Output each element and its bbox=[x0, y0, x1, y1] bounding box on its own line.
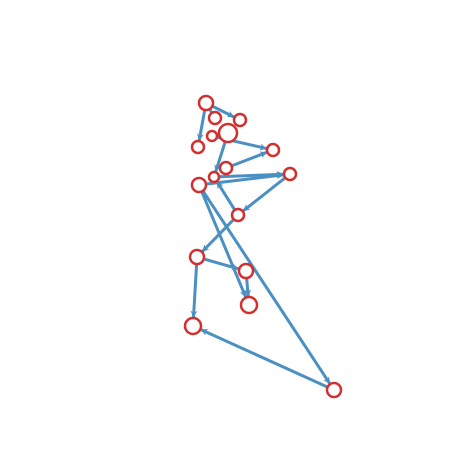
edge-n12-n13 bbox=[201, 217, 236, 253]
graph-node-n13 bbox=[188, 248, 206, 266]
graph-node-n17 bbox=[325, 381, 343, 399]
graph-node-n10 bbox=[282, 166, 298, 182]
graph-node-n16 bbox=[239, 295, 259, 315]
graph-node-n9 bbox=[207, 170, 221, 184]
edge-n10-n12 bbox=[241, 176, 287, 213]
edge-n14-n16 bbox=[244, 276, 252, 298]
graph-node-n4 bbox=[217, 122, 239, 144]
edge-n4-n9 bbox=[214, 140, 227, 173]
graph-node-n7 bbox=[265, 142, 281, 158]
edge-n1-n3 bbox=[210, 104, 236, 119]
graph-node-n11 bbox=[190, 176, 208, 194]
graph-node-n14 bbox=[237, 262, 255, 280]
graph-node-n3 bbox=[232, 112, 248, 128]
edge-n11-n16 bbox=[200, 189, 248, 299]
edge-n11-n17 bbox=[201, 189, 332, 385]
edges-layer bbox=[190, 104, 332, 389]
graph-node-n12 bbox=[230, 207, 246, 223]
nodes-layer bbox=[183, 94, 343, 399]
edge-n17-n15 bbox=[199, 328, 330, 389]
edge-n13-n15 bbox=[190, 262, 199, 319]
graph-node-n2 bbox=[207, 110, 223, 126]
graph-node-n6 bbox=[205, 129, 219, 143]
graph-node-n15 bbox=[183, 316, 203, 336]
graph-node-n5 bbox=[190, 139, 206, 155]
graph-node-n8 bbox=[218, 160, 234, 176]
edge-n1-n5 bbox=[196, 108, 207, 142]
edge-n12-n9 bbox=[215, 180, 237, 212]
graph-node-n1 bbox=[197, 94, 215, 112]
edge-n8-n7 bbox=[230, 151, 268, 168]
